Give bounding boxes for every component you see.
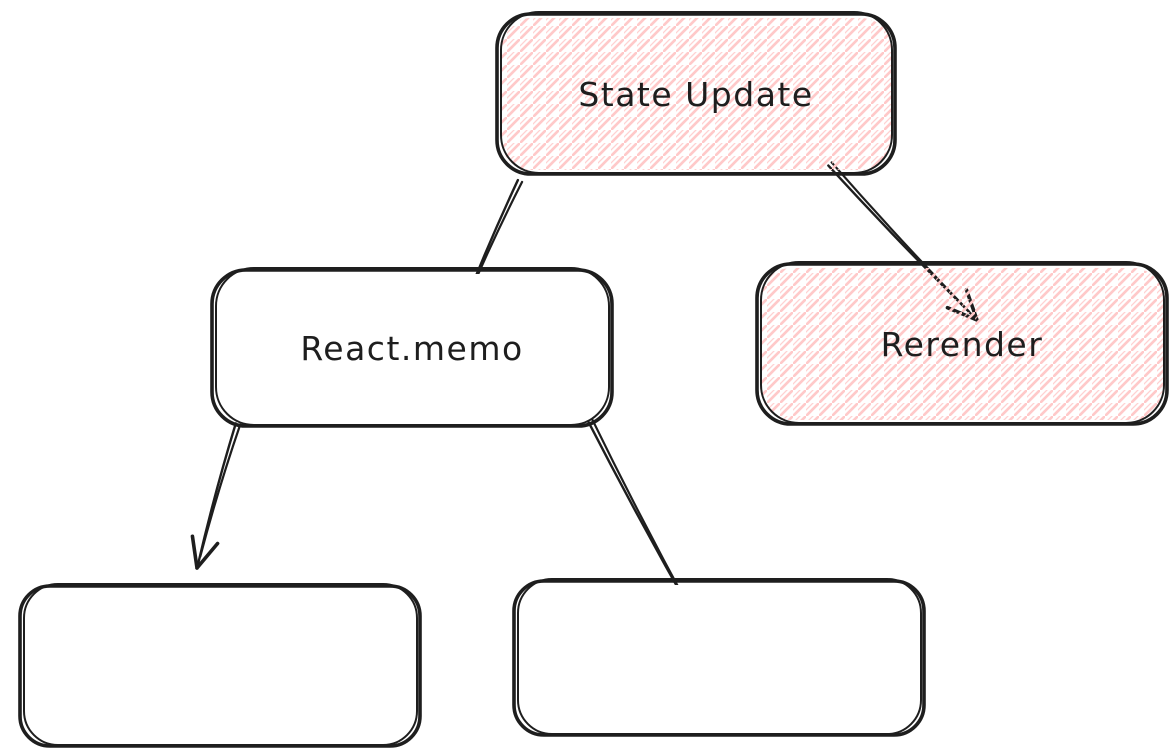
- node-fill: [24, 590, 416, 742]
- node-fill: [216, 274, 608, 422]
- node-label: State Update: [578, 75, 813, 114]
- node-react-memo[interactable]: React.memo: [210, 267, 614, 428]
- node-state-update[interactable]: State Update: [495, 11, 897, 176]
- node-border-sketch-pass: [760, 261, 1165, 424]
- node-label: Rerender: [881, 325, 1044, 364]
- node-fill: [501, 18, 891, 170]
- node-rerender[interactable]: Rerender: [755, 261, 1169, 426]
- node-fill: [761, 268, 1163, 420]
- node-child-left[interactable]: [18, 583, 422, 748]
- node-border-sketch-pass: [517, 578, 922, 735]
- node-border-sketch-pass: [215, 267, 610, 426]
- arrowhead-icon: [190, 534, 220, 570]
- node-child-right[interactable]: [512, 578, 926, 737]
- node-fill: [518, 585, 920, 731]
- node-border-sketch-pass: [500, 11, 893, 174]
- node-label: React.memo: [300, 329, 523, 368]
- node-border-sketch-pass: [23, 583, 418, 746]
- edge-react-memo-to-child-left[interactable]: [190, 422, 242, 570]
- edge-shaft-line: [199, 423, 242, 558]
